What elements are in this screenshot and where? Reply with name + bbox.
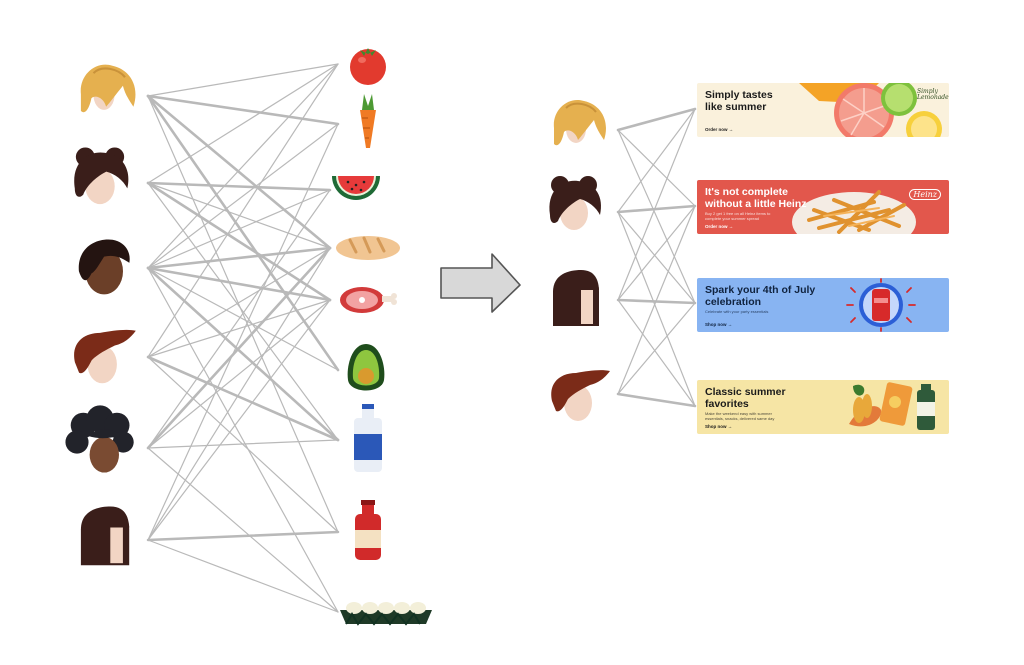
connection-line	[617, 108, 696, 301]
right-connection-lines	[616, 107, 697, 408]
connection-line	[146, 246, 332, 450]
egg-carton-icon	[339, 601, 433, 625]
connection-line	[147, 439, 339, 449]
water-bottle-icon	[354, 404, 382, 472]
connection-line	[147, 63, 339, 358]
left-connection-lines	[146, 63, 340, 613]
connection-line	[147, 299, 331, 541]
connection-line	[617, 129, 696, 207]
person-red-quiff-icon	[74, 329, 136, 384]
ad-banner-summer-favorites[interactable]: Classic summer favorites Make the weeken…	[697, 380, 949, 434]
connection-line	[617, 205, 696, 301]
ad-title: Simply tastes like summer	[705, 89, 773, 113]
connection-line	[147, 267, 339, 371]
connection-line	[146, 181, 332, 192]
connection-line	[147, 447, 339, 613]
connection-line	[146, 530, 340, 542]
ad-subtitle: Celebrate with your party essentials	[705, 309, 769, 314]
right-arrow-icon	[440, 253, 521, 313]
summer-snacks-image	[849, 382, 935, 430]
connection-line	[147, 189, 331, 269]
watermelon-icon	[332, 176, 380, 200]
connection-line	[617, 211, 696, 407]
connection-line	[616, 392, 697, 408]
connection-line	[147, 63, 339, 97]
connection-line	[617, 211, 696, 304]
connection-line	[617, 108, 696, 213]
ad-cta-link[interactable]: Shop now →	[705, 424, 733, 429]
connection-line	[146, 94, 340, 126]
connection-line	[617, 129, 696, 304]
food-items-column	[332, 48, 433, 625]
ad-banner-heinz[interactable]: It's not complete without a little Heinz…	[697, 180, 949, 234]
connection-line	[147, 299, 331, 449]
ad-subtitle: Buy 2 get 1 free on all Heinz items to c…	[705, 211, 771, 221]
bread-icon	[334, 234, 402, 262]
person-bun-icon	[74, 147, 129, 205]
ad-title: Spark your 4th of July celebration	[705, 284, 816, 308]
tomato-icon	[350, 48, 386, 85]
person-bun-icon	[549, 176, 602, 230]
ad-subtitle: Make the weekend easy with summer essent…	[705, 411, 775, 421]
heinz-logo: Heinz	[909, 189, 941, 200]
left-people-column	[65, 63, 137, 566]
connection-line	[146, 94, 340, 372]
citrus-fruit-image	[759, 83, 949, 137]
connection-line	[147, 247, 331, 358]
brand-logo: Simply Lemonade	[917, 88, 949, 101]
person-red-quiff-icon	[551, 370, 610, 421]
connection-line	[616, 204, 697, 214]
connection-line	[147, 299, 331, 358]
soda-can-image	[846, 278, 916, 332]
connection-line	[147, 267, 339, 613]
connection-line	[147, 63, 339, 269]
connection-line	[146, 355, 340, 442]
ad-title: It's not complete without a little Heinz	[705, 186, 807, 210]
avocado-icon	[347, 344, 385, 391]
ad-banner-fourth-of-july[interactable]: Spark your 4th of July celebration Celeb…	[697, 278, 949, 332]
connection-line	[146, 246, 332, 270]
connection-line	[147, 182, 331, 249]
connection-line	[617, 299, 696, 407]
connection-line	[147, 123, 339, 541]
ad-cta-link[interactable]: Order now →	[705, 127, 734, 132]
person-bob-icon	[553, 270, 599, 326]
person-afro-icon	[65, 405, 134, 473]
connection-line	[147, 247, 331, 541]
carrot-icon	[359, 93, 377, 149]
ad-banner-summer-lemonade[interactable]: Simply tastes like summer Order now → Si…	[697, 83, 949, 137]
juice-bottle-icon	[355, 500, 381, 560]
ad-cta-link[interactable]: Order now →	[705, 224, 734, 229]
connection-line	[146, 266, 332, 302]
ad-title: Classic summer favorites	[705, 386, 786, 410]
person-dark-short-icon	[78, 239, 130, 295]
connection-line	[146, 94, 332, 250]
connection-line	[147, 182, 339, 441]
connection-line	[146, 266, 340, 442]
ham-icon	[340, 287, 397, 313]
right-people-column	[549, 98, 610, 421]
person-blonde-icon	[79, 63, 137, 114]
connection-line	[147, 123, 339, 269]
connection-line	[616, 107, 697, 132]
connection-line	[147, 63, 339, 184]
connection-line	[617, 302, 696, 395]
french-fries-image	[792, 190, 916, 234]
connection-line	[147, 539, 339, 613]
connection-line	[617, 205, 696, 395]
person-blonde-icon	[552, 98, 607, 147]
ad-cta-link[interactable]: Shop now →	[705, 322, 733, 327]
person-bob-icon	[80, 506, 130, 566]
connection-line	[147, 189, 331, 449]
